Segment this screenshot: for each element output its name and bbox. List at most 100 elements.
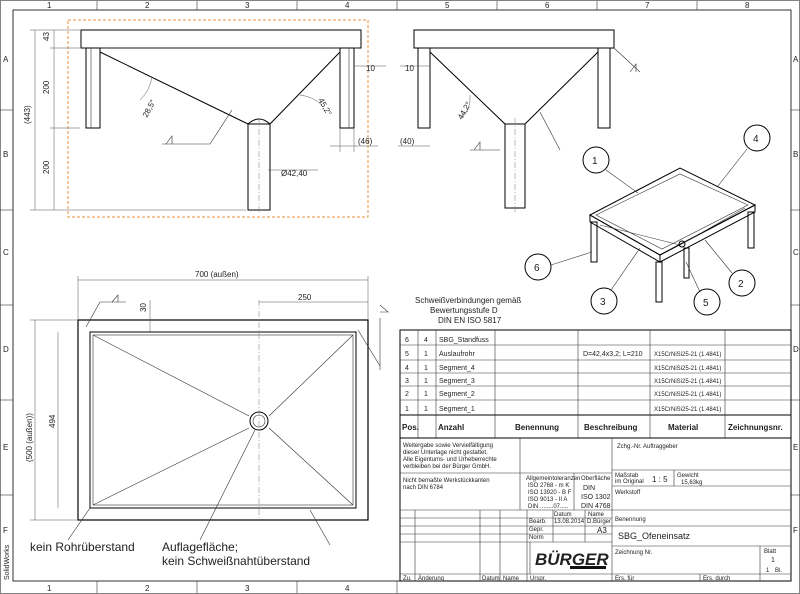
scale-original: im Original [615, 479, 644, 485]
bom-header-desc: Beschreibung [584, 423, 637, 432]
note-support-surface: Auflagefläche; [162, 540, 238, 554]
footer-replaces: Ers. für [615, 576, 634, 582]
dim-30: 30 [139, 303, 148, 312]
drawing-number-label: Zeichnung Nr. [615, 550, 653, 556]
copyright-1: Weitergabe sowie Vervielfältigung [403, 443, 493, 449]
surface-din: DIN [583, 485, 595, 492]
copyright-3: Alle Eigentums- und Urheberrechte [403, 457, 497, 463]
footer-zu: Zu. [403, 576, 412, 582]
front-view: 43 200 (443) 200 28,5° 45,2° 10 (46) Ø42… [23, 19, 386, 218]
row-label-E: E [3, 443, 8, 452]
bearb-date: 13.08.2014 [554, 519, 585, 525]
row-label-B: B [3, 150, 8, 159]
tolerance-note-1: Nicht bemaßte Werkstückkanten [403, 478, 490, 484]
col-label-6: 6 [545, 1, 550, 10]
bom-table: 6 4 SBG_Standfuss 5 1 Auslaufrohr D=42,4… [399, 329, 792, 439]
surface-din4768: DIN 4768 [581, 503, 611, 510]
bom-header-name: Benennung [515, 423, 559, 432]
dim-700-outer: 700 (außen) [195, 270, 239, 279]
bom-mat-4: X15CrNiSi25-21 (1.4841) [654, 366, 721, 372]
bom-pos-5: 5 [405, 351, 409, 358]
bom-pos-6: 6 [405, 337, 409, 344]
general-tol-2: ISO 2768 - m K [528, 483, 569, 489]
dim-10-side: 10 [405, 64, 414, 73]
col-label-4: 4 [345, 1, 350, 10]
row-labels: A B C D E F A B C D E F [3, 55, 799, 535]
footer-change: Änderung [418, 575, 444, 582]
dim-200-lower: 200 [42, 160, 51, 174]
dim-diameter-42-40: Ø42,40 [281, 169, 308, 178]
drawing-title: SBG_Ofeneinsatz [618, 531, 691, 541]
bom-name-1: Segment_1 [439, 406, 475, 413]
balloon-4: 4 [753, 134, 759, 145]
bom-qty-3: 1 [424, 378, 428, 385]
format-a3: A3 [597, 526, 607, 535]
norm-label: Norm [529, 535, 544, 541]
footer-original: Urspr. [530, 576, 546, 582]
bom-qty-5: 1 [424, 351, 428, 358]
bom-name-6: SBG_Standfuss [439, 337, 489, 344]
weight-value: 15,63kg [681, 480, 702, 486]
bom-pos-2: 2 [405, 391, 409, 398]
row-label-right-B: B [793, 150, 798, 159]
bom-header-pos: Pos. [402, 423, 419, 432]
angle-28-5: 28,5° [141, 98, 158, 119]
dim-10-front: 10 [366, 64, 375, 73]
balloon-3: 3 [600, 297, 606, 308]
view-selection-box [67, 19, 369, 218]
logo-text: BÜRGER [535, 550, 609, 569]
copyright-4: verbleiben bei der Bürger GmbH. [403, 464, 491, 470]
footer-name: Name [503, 576, 520, 582]
note-no-weld-overhang: kein Schweißnahtüberstand [162, 554, 310, 568]
bom-desc-5: D=42,4x3,2; L=210 [583, 351, 643, 358]
isometric-view: 1 4 6 2 3 5 [524, 124, 771, 316]
bom-qty-6: 4 [424, 337, 428, 344]
balloon-6: 6 [534, 263, 540, 274]
side-view: 10 (40) 44,2° [398, 29, 641, 212]
benennung-label: Benennung [615, 517, 646, 523]
col-label-1: 1 [47, 1, 52, 10]
balloon-2: 2 [738, 279, 744, 290]
dim-500-outer: (500 (außen)) [25, 413, 34, 462]
col-label-5: 5 [445, 1, 450, 10]
bom-header-qty: Anzahl [438, 423, 464, 432]
bom-name-5: Auslaufrohr [439, 351, 475, 358]
software-label: SolidWorks [4, 544, 11, 580]
material-label: Werkstoff [615, 490, 640, 496]
footer-date: Datum [482, 576, 500, 582]
col-name: Name [588, 512, 605, 518]
bom-name-3: Segment_3 [439, 378, 475, 385]
inner-frame [12, 9, 792, 582]
row-label-right-D: D [793, 345, 799, 354]
row-label-D: D [3, 345, 9, 354]
angle-45-2: 45,2° [316, 97, 333, 118]
angle-44-2: 44,2° [456, 100, 473, 121]
col-label-7: 7 [645, 1, 650, 10]
general-tol-1: Allgemeintoleranzen [526, 476, 580, 482]
bearb-label: Bearb. [529, 519, 547, 525]
dim-494: 494 [48, 414, 57, 428]
sheet-bl: Bl. [775, 568, 782, 574]
general-tol-3: ISO 13920 - B F [528, 490, 572, 496]
weld-note-2: Bewertungsstufe D [430, 306, 498, 315]
col-label-bottom-1: 1 [47, 584, 52, 593]
weight-label: Gewicht [677, 473, 699, 479]
balloon-5: 5 [703, 298, 709, 309]
row-label-right-F: F [793, 526, 798, 535]
row-label-right-E: E [793, 443, 798, 452]
bom-mat-1: X15CrNiSi25-21 (1.4841) [654, 407, 721, 413]
bom-qty-4: 1 [424, 365, 428, 372]
weld-note-1: Schweißverbindungen gemäß [415, 296, 521, 305]
sheet-label: Blatt [764, 549, 776, 555]
dim-250: 250 [298, 293, 312, 302]
col-label-8: 8 [745, 1, 750, 10]
bom-mat-3: X15CrNiSi25-21 (1.4841) [654, 379, 721, 385]
column-labels: 1 2 3 4 5 6 7 8 1 2 3 4 [47, 1, 750, 593]
scale-value: 1 : 5 [652, 475, 668, 484]
col-label-bottom-3: 3 [245, 584, 250, 593]
dim-40: (40) [400, 137, 415, 146]
gepr-label: Gepr. [529, 527, 544, 533]
row-label-right-A: A [793, 55, 799, 64]
bom-header-drawing-no: Zeichnungsnr. [728, 423, 783, 432]
